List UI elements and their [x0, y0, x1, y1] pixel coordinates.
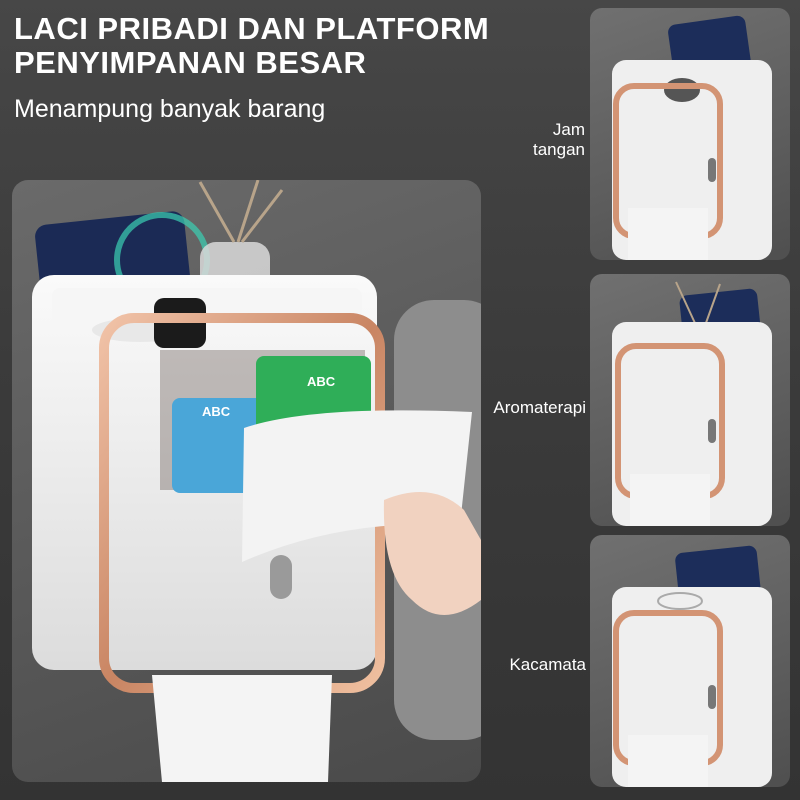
toilet-paper — [628, 735, 708, 787]
package-brand-text: ABC — [307, 374, 336, 389]
thumbnail-watch — [590, 8, 790, 260]
label-watch-line-2: tangan — [533, 140, 585, 159]
subheadline: Menampung banyak barang — [14, 95, 326, 123]
thumbnail-glasses — [590, 535, 790, 787]
tissue-holder-illustration: ABC ABC — [32, 180, 481, 782]
diffuser-stick — [236, 180, 260, 243]
thumbnail-illustration — [612, 15, 772, 260]
glasses — [657, 592, 703, 610]
label-watch: Jam tangan — [500, 120, 585, 160]
watch — [664, 78, 700, 102]
toilet-paper — [152, 675, 332, 782]
hand — [383, 492, 481, 615]
headline-line-1: LACI PRIBADI DAN PLATFORM — [14, 11, 490, 46]
toilet-paper — [630, 474, 710, 526]
headline-line-2: PENYIMPANAN BESAR — [14, 45, 367, 80]
diffuser-stick — [198, 181, 236, 243]
diffuser-stick — [240, 189, 284, 243]
label-glasses: Kacamata — [509, 655, 586, 674]
tissue-slot — [708, 685, 716, 709]
toilet-paper — [628, 208, 708, 260]
thumbnail-illustration — [612, 281, 772, 526]
thumbnail-illustration — [612, 545, 772, 787]
tissue-slot — [708, 158, 716, 182]
main-product-photo: ABC ABC — [12, 180, 481, 782]
label-aroma: Aromaterapi — [493, 398, 586, 417]
tissue-slot — [708, 419, 716, 443]
headline: LACI PRIBADI DAN PLATFORM PENYIMPANAN BE… — [14, 12, 489, 80]
package-brand-text: ABC — [202, 404, 231, 419]
label-watch-line-1: Jam — [552, 120, 585, 139]
tissue-slot — [270, 555, 292, 599]
thumbnail-aroma — [590, 274, 790, 526]
